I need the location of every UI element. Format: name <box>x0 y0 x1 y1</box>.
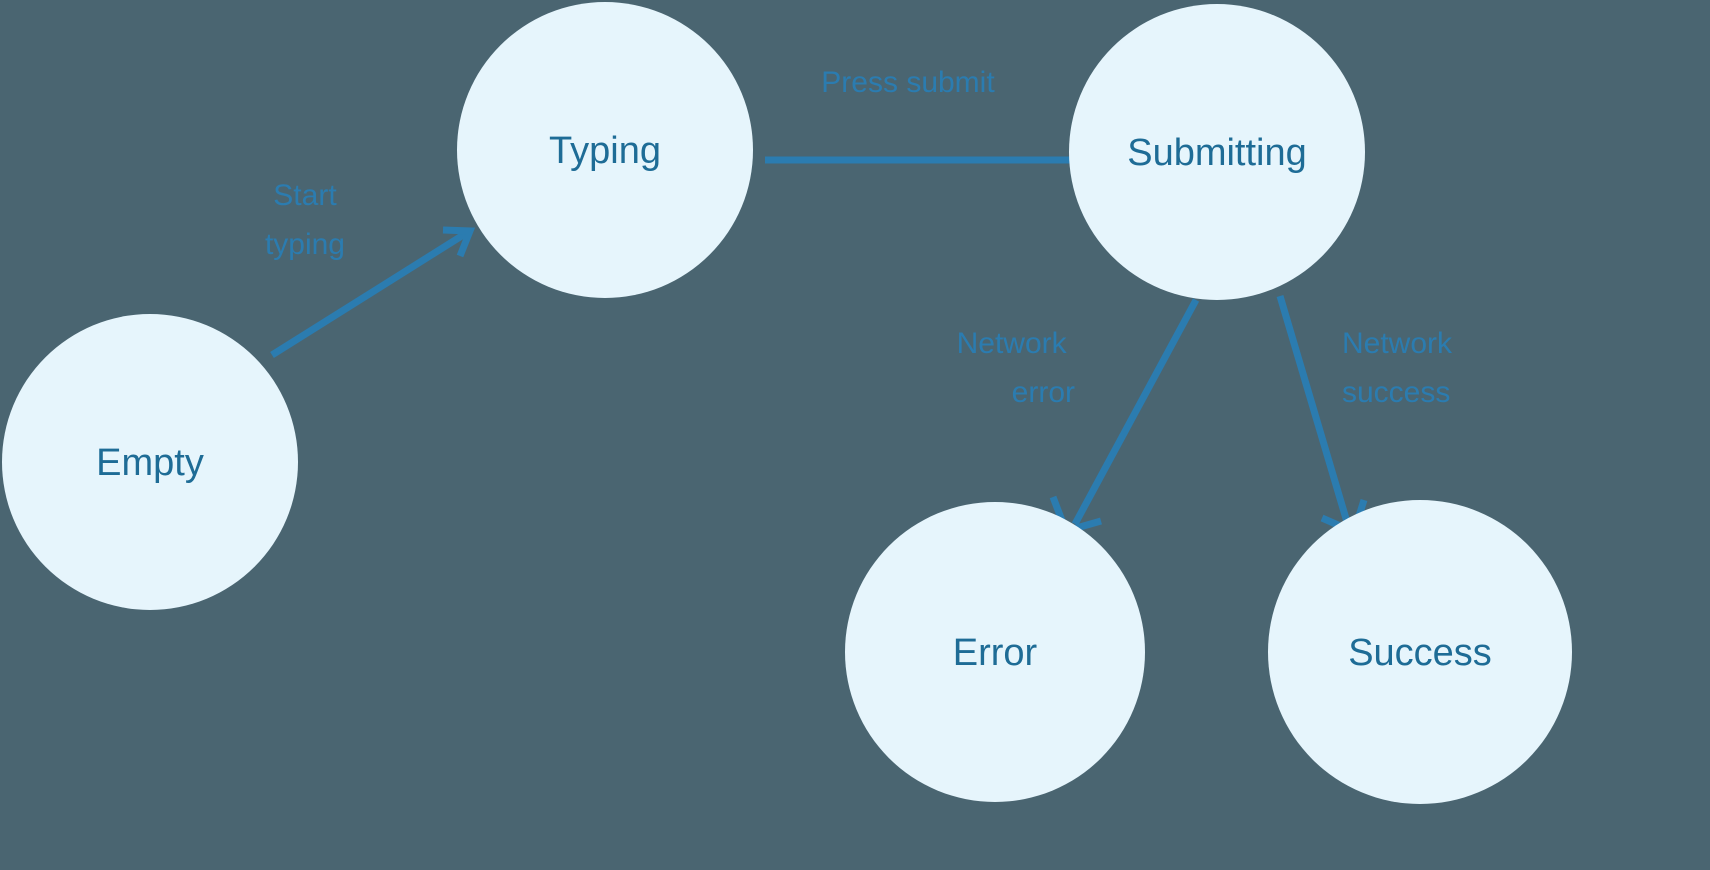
node-submitting-circle[interactable] <box>1069 4 1365 300</box>
edge-submitting-to-error-line <box>1071 298 1200 526</box>
node-submitting-label: Submitting <box>1127 132 1307 174</box>
node-submitting[interactable]: Submitting <box>1069 4 1365 300</box>
node-empty-circle[interactable] <box>2 314 298 610</box>
edge-empty-to-typing-arrowhead <box>442 226 476 258</box>
edge-submitting-to-error-label: Network error <box>957 327 1075 409</box>
edge-submitting-to-success-label: Network success <box>1342 327 1460 409</box>
edge-empty-to-typing-label: Start typing <box>265 179 345 261</box>
edge-submitting-to-success: Network success <box>1276 295 1460 537</box>
edge-empty-to-typing-line <box>270 229 470 358</box>
edge-label-line: typing <box>265 228 345 261</box>
node-success-circle[interactable] <box>1268 500 1572 804</box>
edge-submitting-to-error: Network error <box>957 298 1200 536</box>
edge-typing-to-submitting: Press submit <box>765 66 1151 185</box>
node-success[interactable]: Success <box>1268 500 1572 804</box>
edge-empty-to-typing: Start typing <box>265 179 476 358</box>
node-error-label: Error <box>953 632 1038 674</box>
node-success-label: Success <box>1348 632 1492 674</box>
edge-label-line: success <box>1342 376 1450 409</box>
node-empty-label: Empty <box>96 442 204 484</box>
node-typing-circle[interactable] <box>457 2 753 298</box>
edge-label-line: error <box>1012 376 1075 409</box>
edge-label-line: Press submit <box>821 66 995 99</box>
edge-submitting-to-success-line <box>1276 295 1351 523</box>
node-error[interactable]: Error <box>845 502 1145 802</box>
edge-label-line: Network <box>1342 327 1453 360</box>
node-typing-label: Typing <box>549 130 661 172</box>
edge-typing-to-submitting-label: Press submit <box>821 66 995 99</box>
node-empty[interactable]: Empty <box>2 314 298 610</box>
edge-label-line: Start <box>273 179 337 212</box>
node-typing[interactable]: Typing <box>457 2 753 298</box>
node-error-circle[interactable] <box>845 502 1145 802</box>
edge-label-line: Network <box>957 327 1068 360</box>
